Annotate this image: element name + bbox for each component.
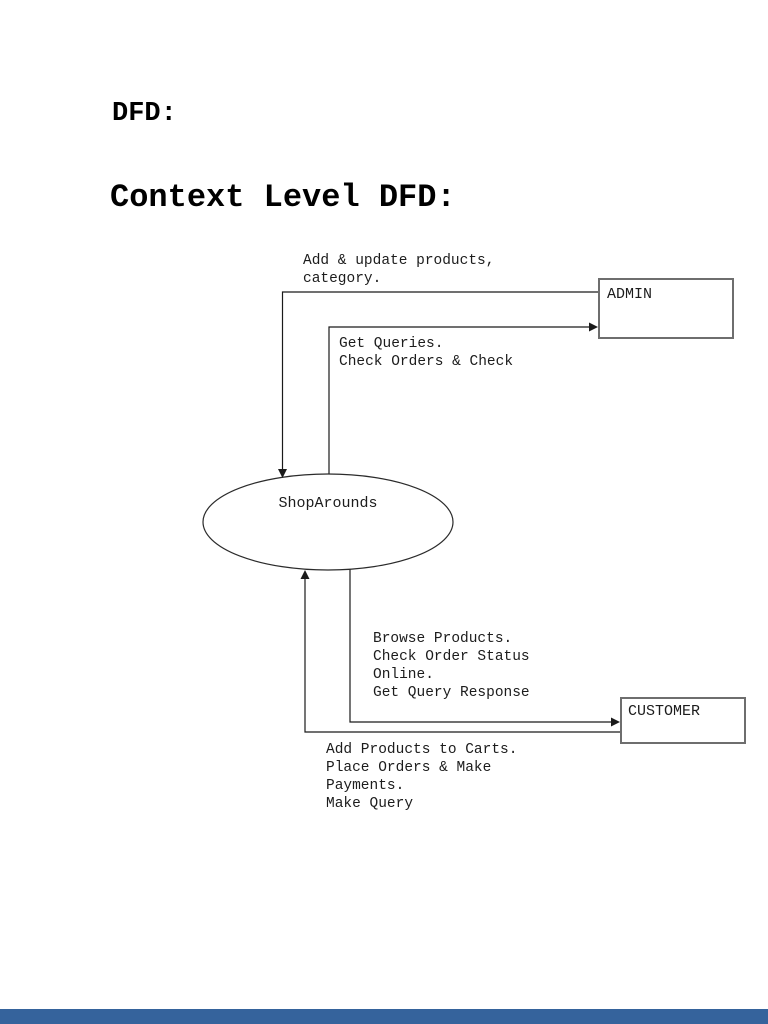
arrowhead-right-into-admin	[589, 322, 598, 332]
section-title: Context Level DFD:	[110, 179, 456, 216]
flow-label-customer-to-process: Add Products to Carts. Place Orders & Ma…	[326, 742, 518, 812]
entity-label-customer: CUSTOMER	[628, 703, 701, 720]
flow-label-process-to-admin: Get Queries. Check Orders & Check	[339, 336, 514, 370]
flow-line-customer-to-process	[304, 578, 620, 733]
arrowhead-down-into-process	[278, 469, 287, 478]
flow-line-admin-to-process	[281, 291, 598, 471]
footer-bar	[0, 1009, 768, 1024]
arrowhead-up-into-process	[300, 570, 310, 579]
flow-line-process-to-customer	[349, 562, 616, 723]
entity-box-admin: ADMIN	[598, 278, 734, 339]
process-ellipse	[202, 473, 454, 571]
arrowhead-right-into-customer	[611, 717, 620, 727]
page-title: DFD:	[112, 99, 177, 129]
entity-box-customer: CUSTOMER	[620, 697, 746, 744]
flow-label-admin-to-process: Add & update products, category.	[303, 253, 495, 287]
process-label: ShopArounds	[278, 495, 378, 512]
flow-label-process-to-customer: Browse Products. Check Order Status Onli…	[373, 631, 530, 701]
flow-line-process-to-admin	[328, 326, 596, 478]
entity-label-admin: ADMIN	[607, 286, 653, 303]
